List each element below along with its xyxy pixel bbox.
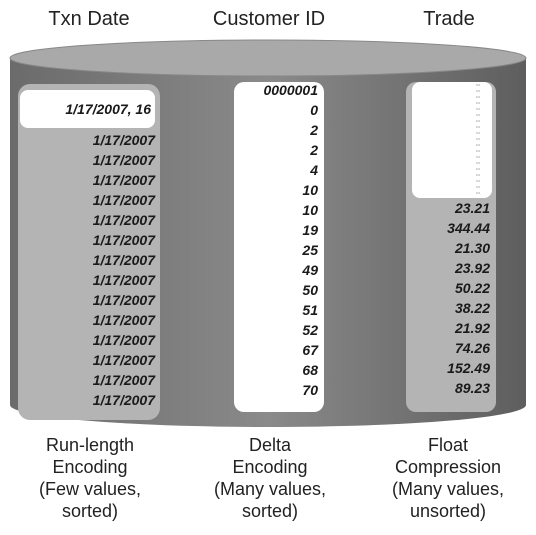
customer-id-value: 10 [236, 200, 318, 220]
txn-date-value: 1/17/2007 [20, 270, 155, 290]
trade-value: 21.30 [408, 238, 490, 258]
txn-date-value: 1/17/2007 [20, 350, 155, 370]
customer-id-value: 51 [236, 300, 318, 320]
caption-line: sorted) [180, 500, 360, 522]
caption-line: Encoding [180, 456, 360, 478]
trade-value: 38.22 [408, 298, 490, 318]
caption-line: Delta [180, 434, 360, 456]
txn-date-value: 1/17/2007 [20, 230, 155, 250]
txn-date-value: 1/17/2007 [20, 390, 155, 410]
txn-date-value: 1/17/2007 [20, 170, 155, 190]
trade-value: 23.21 [408, 198, 490, 218]
customer-id-value: 0 [236, 100, 318, 120]
customer-id-value: 52 [236, 320, 318, 340]
customer-id-value: 68 [236, 360, 318, 380]
txn-date-value: 1/17/2007 [20, 150, 155, 170]
caption-line: Compression [358, 456, 536, 478]
customer-id-value: 2 [236, 120, 318, 140]
caption-line: Encoding [0, 456, 180, 478]
txn-date-value: 1/17/2007 [20, 130, 155, 150]
caption-line: sorted) [0, 500, 180, 522]
txn-date-value: 1/17/2007 [20, 310, 155, 330]
txn-date-first-value: 1/17/2007, 16 [20, 90, 155, 128]
caption-line: (Many values, [358, 478, 536, 500]
trade-value: 152.49 [408, 358, 490, 378]
txn-date-value: 1/17/2007 [20, 250, 155, 270]
customer-id-value: 67 [236, 340, 318, 360]
customer-id-value: 4 [236, 160, 318, 180]
caption-line: (Many values, [180, 478, 360, 500]
caption-line: Run-length [0, 434, 180, 456]
customer-id-value: 10 [236, 180, 318, 200]
cylinder-top [10, 40, 526, 76]
customer-id-value: 0000001 [236, 80, 318, 100]
customer-id-value: 2 [236, 140, 318, 160]
customer-id-value: 19 [236, 220, 318, 240]
txn-date-value: 1/17/2007 [20, 370, 155, 390]
txn-date-value: 1/17/2007 [20, 290, 155, 310]
customer-id-value: 25 [236, 240, 318, 260]
txn-date-value: 1/17/2007 [20, 190, 155, 210]
trade-value: 74.26 [408, 338, 490, 358]
caption-line: Float [358, 434, 536, 456]
trade-value: 89.23 [408, 378, 490, 398]
trade-value: 344.44 [408, 218, 490, 238]
customer-id-value: 70 [236, 380, 318, 400]
trade-value: 23.92 [408, 258, 490, 278]
txn-date-value: 1/17/2007 [20, 330, 155, 350]
customer-id-value: 50 [236, 280, 318, 300]
customer-id-value: 49 [236, 260, 318, 280]
txn-date-value: 1/17/2007 [20, 210, 155, 230]
caption-line: unsorted) [358, 500, 536, 522]
trade-value: 50.22 [408, 278, 490, 298]
trade-value: 21.92 [408, 318, 490, 338]
caption-line: (Few values, [0, 478, 180, 500]
